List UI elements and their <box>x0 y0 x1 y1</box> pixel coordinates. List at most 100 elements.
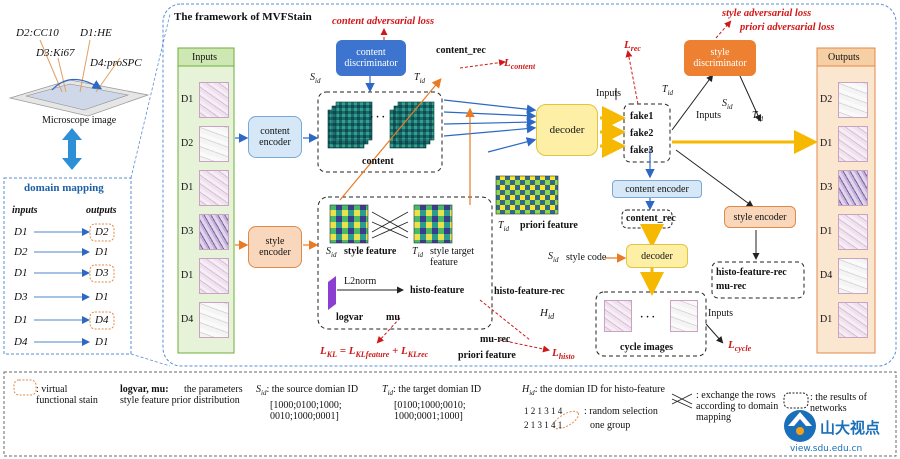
mapping-input-6: D4 <box>14 336 28 348</box>
stain-label-he: D1:HE <box>80 27 112 39</box>
l-rec-label: Lrec <box>624 39 641 54</box>
style-discriminator-box: style discriminator <box>684 40 756 76</box>
mapping-input-5: D1 <box>14 314 28 326</box>
mapping-output-6: D1 <box>95 336 109 348</box>
legend-virtual-stain: : virtual functional stain <box>36 384 98 406</box>
mu-label: mu <box>386 312 400 323</box>
legend-exchange: : exchange the rows according to domain … <box>696 390 779 423</box>
l-cycle-label: Lcycle <box>728 339 752 354</box>
style-t-id-label: Tid <box>412 246 424 259</box>
outputs-header: Outputs <box>828 52 860 63</box>
histo-rec-group <box>711 261 805 299</box>
input-image-2 <box>199 126 229 162</box>
blue-arrows <box>235 76 655 211</box>
mapping-input-4: D3 <box>14 291 28 303</box>
content-rec-label: content_rec <box>436 45 486 56</box>
input-row-4: D3 <box>181 226 194 237</box>
mu-rec-label: mu-rec <box>480 334 511 345</box>
mapping-input-3: D1 <box>14 267 28 279</box>
output-row-5: D4 <box>820 270 833 281</box>
domain-mapping-arrows <box>34 228 90 346</box>
mapping-inputs-header: inputs <box>12 205 38 216</box>
output-image-5 <box>838 258 868 294</box>
legend-h-row-2: 2 1 3 1 4 1 <box>524 420 563 430</box>
style-target-feature-label: style target feature <box>430 246 474 268</box>
legend-s-id-values: [1000;0100;1000; 0010;1000;0001] <box>270 400 342 422</box>
disc-t-id-label: Tid <box>662 84 674 97</box>
orange-arrows <box>235 78 627 263</box>
legend-h-row-1: 1 2 1 3 1 4 <box>524 406 563 416</box>
priori-feature-heatmap <box>495 175 559 215</box>
style-encoder-2-box: style encoder <box>724 206 796 228</box>
style-group <box>317 196 493 330</box>
output-image-2 <box>838 126 868 162</box>
mapping-outputs-header: outputs <box>86 205 117 216</box>
virtual-stain-markers <box>89 223 115 330</box>
output-row-1: D2 <box>820 94 833 105</box>
output-image-3 <box>838 170 868 206</box>
style-s-id-label: Sid <box>326 246 337 259</box>
style-feature-heatmap <box>329 204 369 244</box>
content-feature-stack-1 <box>327 101 373 149</box>
input-image-6 <box>199 302 229 338</box>
legend-random-selection: : random selection <box>584 406 658 417</box>
priori-feature-top-label: priori feature <box>520 220 578 231</box>
cycle-image-1 <box>604 300 632 332</box>
content-encoder-box: content encoder <box>248 116 302 158</box>
content-ellipsis: · · · <box>370 112 386 123</box>
priori-adversarial-loss: priori adversarial loss <box>740 22 835 33</box>
mapping-output-5: D4 <box>95 314 109 326</box>
content-label: content <box>362 156 394 167</box>
input-row-2: D2 <box>181 138 194 149</box>
t-id-label: Tid <box>414 72 426 85</box>
domain-mapping-box <box>3 177 132 355</box>
histo-feature-label: histo-feature <box>410 285 465 296</box>
fake2-label: fake2 <box>630 128 654 139</box>
framework-title: The framework of MVFStain <box>174 11 312 23</box>
decoder-2-box: decoder <box>626 244 688 268</box>
mu-rec-2-label: mu-rec <box>716 281 747 292</box>
out-t-id-label: Tid <box>752 110 764 123</box>
input-image-5 <box>199 258 229 294</box>
mapping-input-2: D2 <box>14 246 28 258</box>
watermark-title: 山大视点 <box>820 419 881 437</box>
histo-feature-rec-label: histo-feature-rec <box>494 286 565 297</box>
input-row-6: D4 <box>181 314 194 325</box>
priori-feature-bottom-label: priori feature <box>458 350 516 361</box>
exchange-rows-icon <box>371 211 409 239</box>
legend-h-id: Hid: the domian ID for histo-feature <box>522 384 665 397</box>
input-row-5: D1 <box>181 270 194 281</box>
input-image-3 <box>199 170 229 206</box>
legend-exchange-icon <box>671 393 693 409</box>
logvar-bar <box>328 276 336 310</box>
stain-label-cc10: D2:CC10 <box>16 27 59 39</box>
output-image-1 <box>838 82 868 118</box>
h-id-label: Hid <box>540 307 555 322</box>
style-code-label: style code <box>566 252 607 263</box>
mapping-input-1: D1 <box>14 226 28 238</box>
legend-box <box>3 371 897 457</box>
legend-s-id: Sid: the source domian ID <box>256 384 359 397</box>
legend-results-marker <box>783 392 809 409</box>
watermark-url: view.sdu.edu.cn <box>790 444 863 454</box>
l-content-label: Lcontent <box>504 57 536 72</box>
mapping-output-3: D3 <box>95 267 109 279</box>
cycle-images-group <box>595 291 707 357</box>
legend-one-group: one group <box>590 420 631 431</box>
histo-feature-rec-2-label: histo-feature-rec <box>716 267 787 278</box>
cycle-images-label: cycle images <box>620 342 674 353</box>
output-image-6 <box>838 302 868 338</box>
black-arrows <box>615 74 762 344</box>
content-adversarial-loss: content adversarial loss <box>332 16 435 27</box>
content-feature-stack-2 <box>389 101 435 149</box>
fake3-label: fake3 <box>630 145 654 156</box>
random-selection-icon <box>553 410 579 430</box>
input-row-1: D1 <box>181 94 194 105</box>
mapping-output-4: D1 <box>95 291 109 303</box>
priori-t-id-label: Tid <box>498 220 510 233</box>
style-adversarial-loss: style adversarial loss <box>722 8 812 19</box>
l-kl-equation: LKL = LKLfeature + LKLrec <box>320 345 429 360</box>
style-target-feature-heatmap <box>413 204 453 244</box>
domain-mapping-title: domain mapping <box>24 182 104 194</box>
decoder-inputs-label: Inputs <box>596 88 621 99</box>
